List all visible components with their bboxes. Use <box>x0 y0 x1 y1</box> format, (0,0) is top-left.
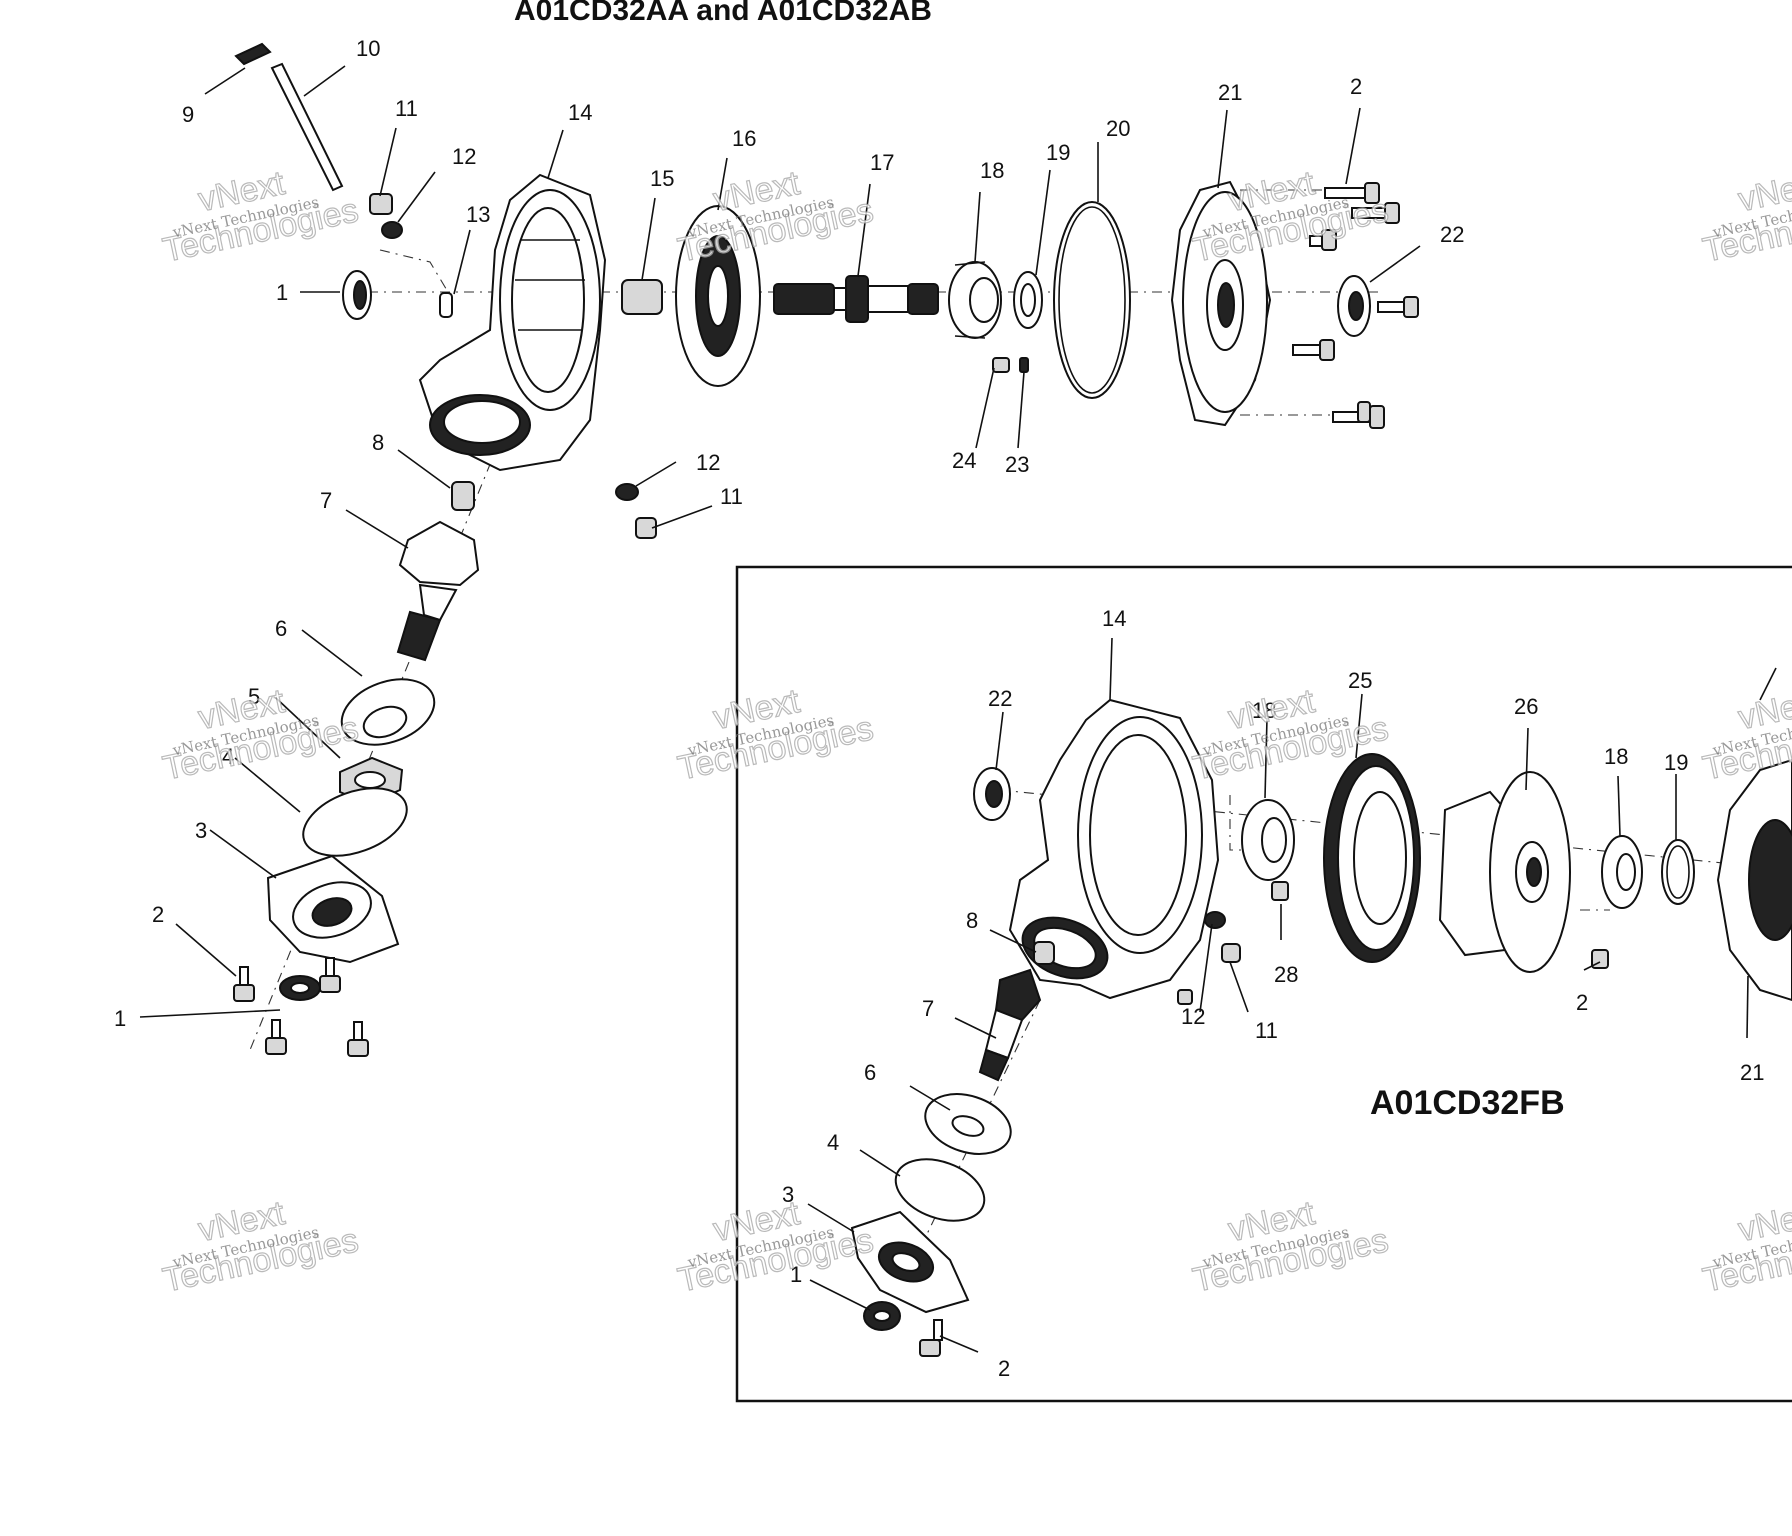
callout-label: 15 <box>650 166 674 191</box>
bearing-part-18 <box>948 261 1002 339</box>
callout-label: 11 <box>395 96 418 121</box>
oring-part-4 <box>302 787 408 857</box>
inset-bushing-part-8 <box>1033 941 1055 965</box>
bolts-part-2-right <box>1292 182 1419 429</box>
watermark: vNext Technologies vNext Technologies <box>1699 681 1792 788</box>
callout-label: 21 <box>1218 80 1242 105</box>
ring-gear-part-16 <box>675 205 761 387</box>
callout-label: 17 <box>870 150 894 175</box>
callout-label: 2 <box>1350 74 1362 99</box>
callout-label: 26 <box>1514 694 1538 719</box>
nut-washer-lower <box>615 483 657 539</box>
main-leader-lines <box>139 65 1421 1018</box>
inset-leader-lines <box>807 637 1777 1353</box>
watermark: vNext Technologies vNext Technologies <box>1699 163 1792 270</box>
callout-label: 22 <box>988 686 1012 711</box>
callout-label: 14 <box>568 100 592 125</box>
callout-label: 24 <box>952 448 976 473</box>
diagram-title: A01CD32AA and A01CD32AB <box>514 0 932 27</box>
watermark: vNext Technologies vNext Technologies <box>1699 1193 1792 1300</box>
inset-bearing-washer-right <box>1601 835 1695 909</box>
callout-label: 12 <box>1181 1004 1205 1029</box>
cover-part-3 <box>266 854 400 964</box>
callout-label: 21 <box>1740 1060 1764 1085</box>
inset-pinion-part-7 <box>978 968 1042 1082</box>
watermark-group: vNext Technologies vNext Technologies vN… <box>159 163 1792 1300</box>
callout-label: 25 <box>1348 668 1372 693</box>
seal-part-1 <box>342 270 372 320</box>
bearing-part-6 <box>340 678 436 746</box>
callout-label: 1 <box>276 280 288 305</box>
callout-label: 12 <box>452 144 476 169</box>
washer-part-19 <box>1013 271 1043 329</box>
watermark: vNext Technologies vNext Technologies <box>674 681 877 788</box>
callout-label: 1 <box>114 1006 126 1031</box>
bushing-part-8 <box>451 481 475 511</box>
inset-ring-gear-part-25 <box>1323 753 1421 963</box>
callout-label: 20 <box>1106 116 1130 141</box>
inset-seal-bolt <box>863 1301 943 1357</box>
callout-label: 22 <box>1440 222 1464 247</box>
callout-label: 8 <box>966 908 978 933</box>
inset-diff-case-part-26 <box>1438 771 1571 973</box>
callout-label: 2 <box>152 902 164 927</box>
inset-cover-part-21 <box>1716 758 1792 1002</box>
callout-label: 16 <box>732 126 756 151</box>
inset-cover-part-3 <box>850 1210 970 1314</box>
oring-part-20 <box>1053 201 1131 399</box>
seal-bolts-bottom <box>233 957 369 1057</box>
callout-label: 10 <box>356 36 380 61</box>
main-callouts: 1 2 3 4 5 6 7 8 9 10 11 12 13 14 15 16 1… <box>114 36 1464 1031</box>
watermark: vNext Technologies vNext Technologies <box>674 163 877 270</box>
callout-label: 11 <box>720 484 743 509</box>
callout-label: 28 <box>1274 962 1298 987</box>
callout-label: 7 <box>922 996 934 1021</box>
callout-label: 12 <box>696 450 720 475</box>
callout-label: 3 <box>195 818 207 843</box>
watermark: vNext Technologies vNext Technologies <box>159 1193 362 1300</box>
callout-label: 18 <box>980 158 1004 183</box>
callout-label: 6 <box>864 1060 876 1085</box>
inset-title: A01CD32FB <box>1370 1084 1565 1122</box>
callout-label: 18 <box>1604 744 1628 769</box>
callout-label: 8 <box>372 430 384 455</box>
callout-label: 14 <box>1102 606 1126 631</box>
callout-label: 19 <box>1664 750 1688 775</box>
callout-label: 2 <box>998 1356 1010 1381</box>
callout-label: 5 <box>248 684 260 709</box>
callout-label: 3 <box>782 1182 794 1207</box>
plug-part-23-24 <box>992 357 1029 373</box>
callout-label: 4 <box>222 744 234 769</box>
inset-frame <box>735 565 1792 1403</box>
callout-label: 1 <box>790 1262 802 1287</box>
inset-small-hardware <box>1177 881 1609 1005</box>
callout-label: 18 <box>1252 698 1276 723</box>
callout-label: 23 <box>1005 452 1029 477</box>
watermark: vNext Technologies vNext Technologies <box>1189 1193 1392 1300</box>
callout-label: 19 <box>1046 140 1070 165</box>
inset-callouts: 1 2 3 4 6 7 8 11 12 14 18 18 19 2 21 22 … <box>782 606 1764 1381</box>
watermark: vNext Technologies vNext Technologies <box>159 681 362 788</box>
pinion-part-7 <box>396 520 480 662</box>
inset-seal-part-22 <box>973 767 1011 821</box>
inset-bearing-part-6 <box>924 1093 1012 1155</box>
callout-label: 4 <box>827 1130 839 1155</box>
cover-part-21 <box>1170 180 1272 427</box>
callout-label: 2 <box>1576 990 1588 1015</box>
callout-label: 9 <box>182 102 194 127</box>
seal-part-22 <box>1337 275 1371 337</box>
callout-label: 11 <box>1255 1018 1278 1043</box>
small-fasteners-top <box>369 193 453 318</box>
shaft-part-17 <box>773 275 939 323</box>
housing-part-14 <box>418 173 607 472</box>
callout-label: 7 <box>320 488 332 513</box>
callout-label: 6 <box>275 616 287 641</box>
inset-housing-part-14 <box>1008 698 1220 1000</box>
inset-bearing-part-18 <box>1241 799 1295 881</box>
breather-hose <box>234 42 344 192</box>
bushing-part-15 <box>621 279 663 315</box>
callout-label: 13 <box>466 202 490 227</box>
watermark: vNext Technologies vNext Technologies <box>674 1193 877 1300</box>
